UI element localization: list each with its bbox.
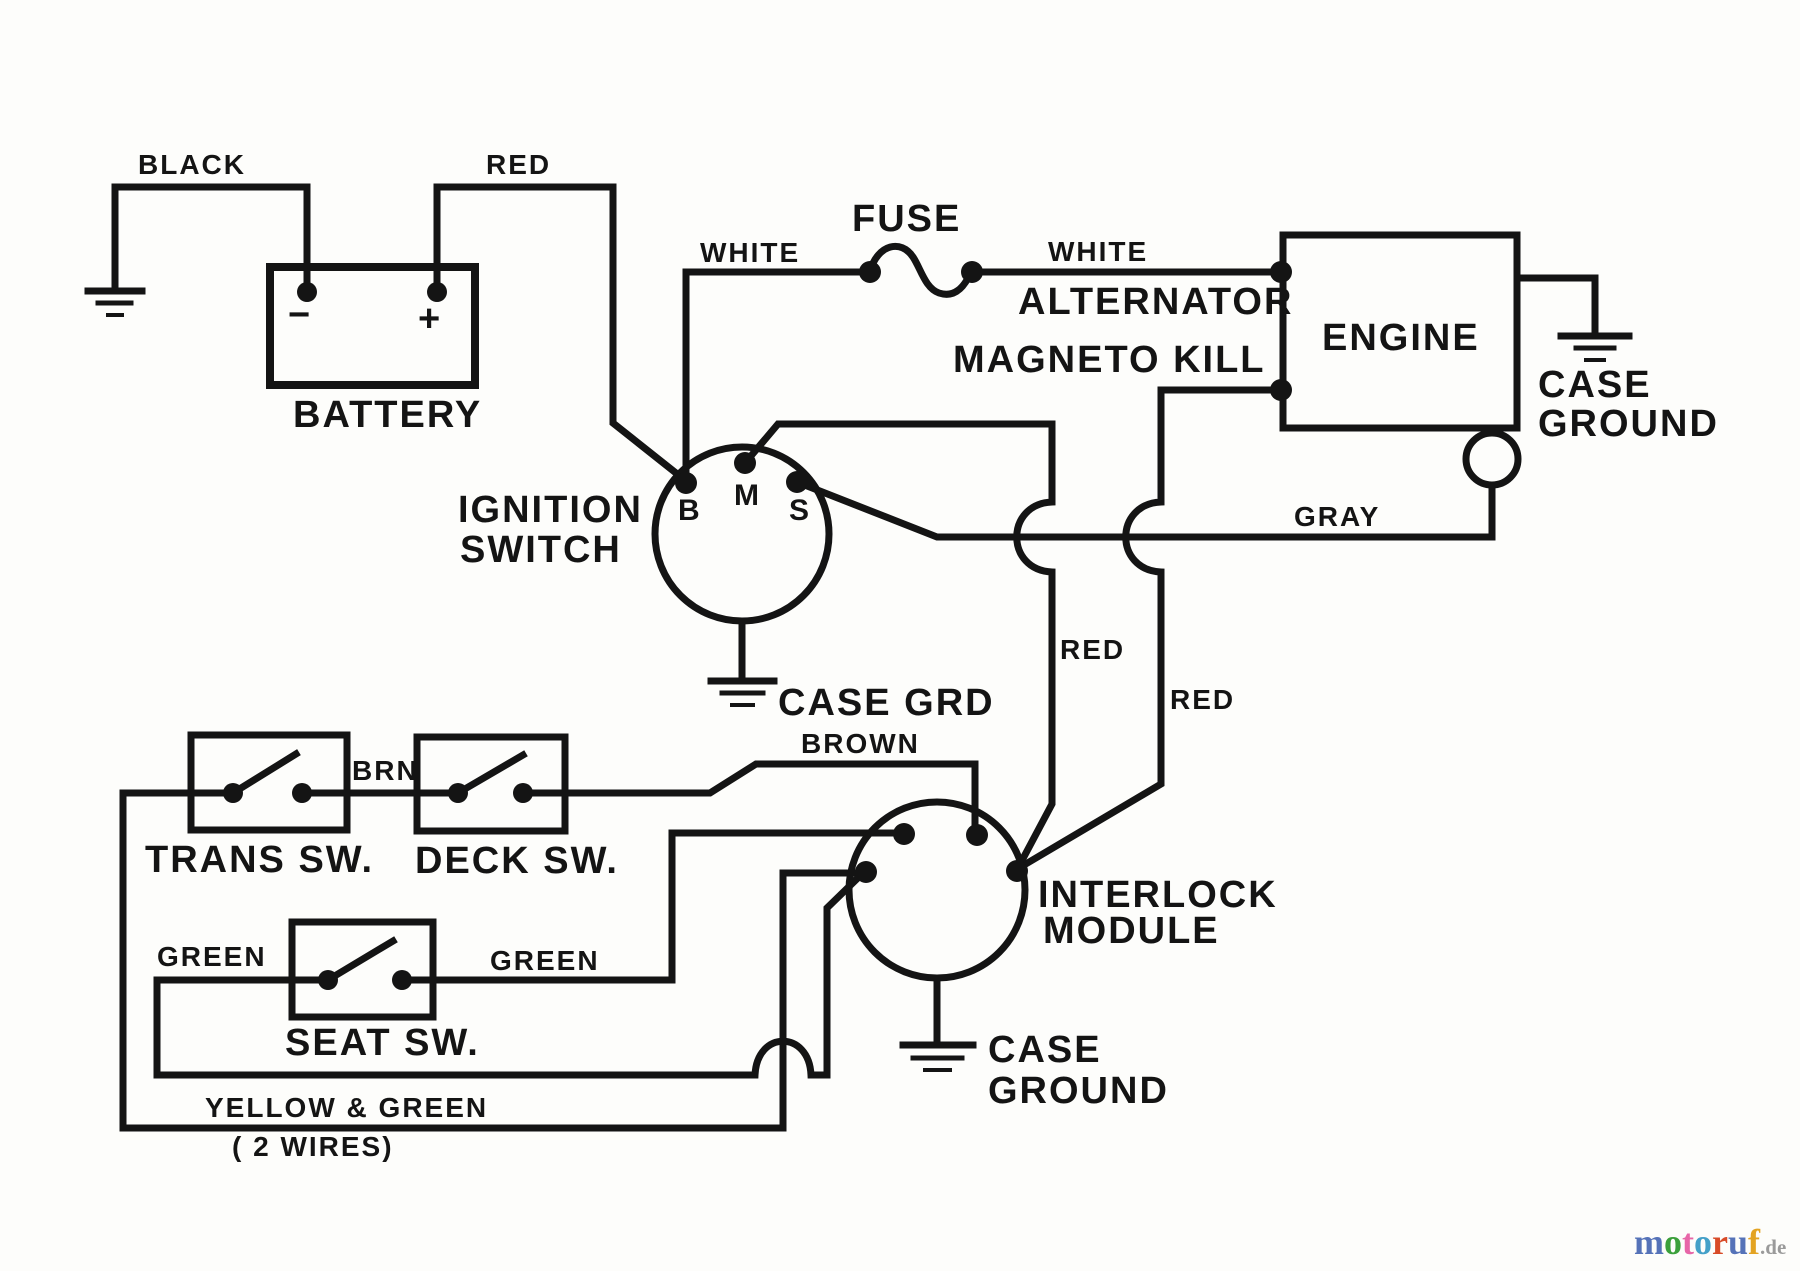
trans-switch-right-contact (292, 783, 312, 803)
magneto-kill-wire (1014, 386, 1285, 873)
brn-wire-label: BRN (352, 755, 419, 786)
gray-wire (792, 477, 1496, 541)
terminal-dots (223, 261, 1292, 990)
ignition-label-line2: SWITCH (460, 529, 622, 571)
yellow-green-label: YELLOW & GREEN (205, 1092, 489, 1123)
interlock-module-circle (845, 798, 1029, 982)
interlock-case-ground-label-line1: CASE (988, 1029, 1102, 1071)
yellow-green-wire-a (119, 789, 868, 1132)
brown-wire-label: BROWN (801, 728, 920, 759)
two-wires-label: ( 2 WIRES) (232, 1131, 394, 1162)
seat-switch-box (288, 918, 437, 1021)
interlock-label-line1: INTERLOCK (1038, 874, 1278, 916)
red-ignition-wire-label: RED (1060, 634, 1126, 665)
spark-plug-terminal-icon (1462, 429, 1522, 541)
engine-case-ground-wire (1513, 274, 1599, 337)
engine-magneto-terminal (1270, 379, 1292, 401)
battery-negative-terminal (297, 282, 317, 302)
fuse-left-terminal (859, 261, 881, 283)
watermark-letter: f (1748, 1222, 1761, 1262)
green-wire-right (398, 829, 905, 984)
watermark-letter: r (1712, 1222, 1728, 1262)
interlock-terminal-top-mid (966, 824, 988, 846)
trans-switch-left-contact (223, 783, 243, 803)
ignition-label-line1: IGNITION (458, 489, 643, 531)
interlock-terminal-right (1006, 860, 1028, 882)
seat-switch-label: SEAT SW. (285, 1022, 480, 1064)
ignition-case-grd-label: CASE GRD (778, 682, 995, 724)
fuse-symbol (865, 243, 976, 298)
engine-case-ground-label-line2: GROUND (1538, 403, 1719, 445)
red-battery-wire-label: RED (486, 149, 552, 180)
magneto-kill-label: MAGNETO KILL (953, 339, 1266, 381)
watermark-letter: t (1682, 1222, 1694, 1262)
alternator-label: ALTERNATOR (1018, 281, 1294, 323)
engine-alternator-terminal (1270, 261, 1292, 283)
watermark-letter: u (1727, 1222, 1749, 1262)
yellow-green-wire-b (153, 867, 869, 1079)
deck-switch-box (413, 733, 569, 835)
ignition-terminal-s (786, 471, 808, 493)
green-wire-left-label: GREEN (157, 941, 267, 972)
watermark-letter: o (1664, 1222, 1682, 1262)
engine-box (1279, 231, 1521, 432)
white-wire-left-label: WHITE (700, 237, 801, 268)
ignition-terminal-b (675, 472, 697, 494)
terminal-m-label: M (734, 479, 761, 512)
deck-switch-left-contact (448, 783, 468, 803)
interlock-case-ground-label-line2: GROUND (988, 1070, 1169, 1112)
engine-case-ground-icon (1557, 332, 1633, 362)
battery-minus-sign: − (288, 294, 313, 336)
ignition-case-ground-icon (707, 677, 778, 707)
fuse-right-terminal (961, 261, 983, 283)
seat-switch-left-contact (318, 970, 338, 990)
fuse-label: FUSE (852, 198, 962, 240)
interlock-terminal-top-left (893, 823, 915, 845)
battery-label: BATTERY (293, 394, 483, 436)
interlock-case-ground-icon (899, 1041, 977, 1072)
trans-switch-box (187, 731, 351, 834)
white-wire-left (682, 268, 872, 485)
engine-case-ground-label-line1: CASE (1538, 364, 1652, 406)
deck-switch-right-contact (513, 783, 533, 803)
interlock-label-line2: MODULE (1043, 910, 1220, 952)
watermark-letter: o (1694, 1222, 1712, 1262)
chassis-ground-icon (84, 287, 146, 317)
ignition-terminal-m (734, 452, 756, 474)
battery-plus-sign: + (418, 298, 443, 340)
red-wire-ignition (740, 420, 1056, 873)
deck-switch-label: DECK SW. (415, 840, 619, 882)
watermark-suffix: .de (1760, 1235, 1787, 1259)
engine-label: ENGINE (1322, 317, 1480, 359)
trans-switch-label: TRANS SW. (145, 839, 375, 881)
white-wire-right-label: WHITE (1048, 236, 1149, 267)
red-magneto-wire-label: RED (1170, 684, 1236, 715)
green-wire-right-label: GREEN (490, 945, 600, 976)
red-wire-battery (433, 183, 691, 486)
battery-positive-terminal (427, 282, 447, 302)
brown-wire (519, 760, 979, 836)
watermark-letter: m (1634, 1222, 1664, 1262)
terminal-s-label: S (789, 494, 812, 527)
terminal-b-label: B (678, 494, 702, 527)
gray-wire-label: GRAY (1294, 501, 1381, 532)
motoruf-watermark: motoruf.de (1634, 1224, 1786, 1260)
black-wire-label: BLACK (138, 149, 246, 180)
black-wire (111, 183, 311, 292)
interlock-terminal-left (855, 861, 877, 883)
battery-box (266, 263, 479, 389)
seat-switch-right-contact (392, 970, 412, 990)
